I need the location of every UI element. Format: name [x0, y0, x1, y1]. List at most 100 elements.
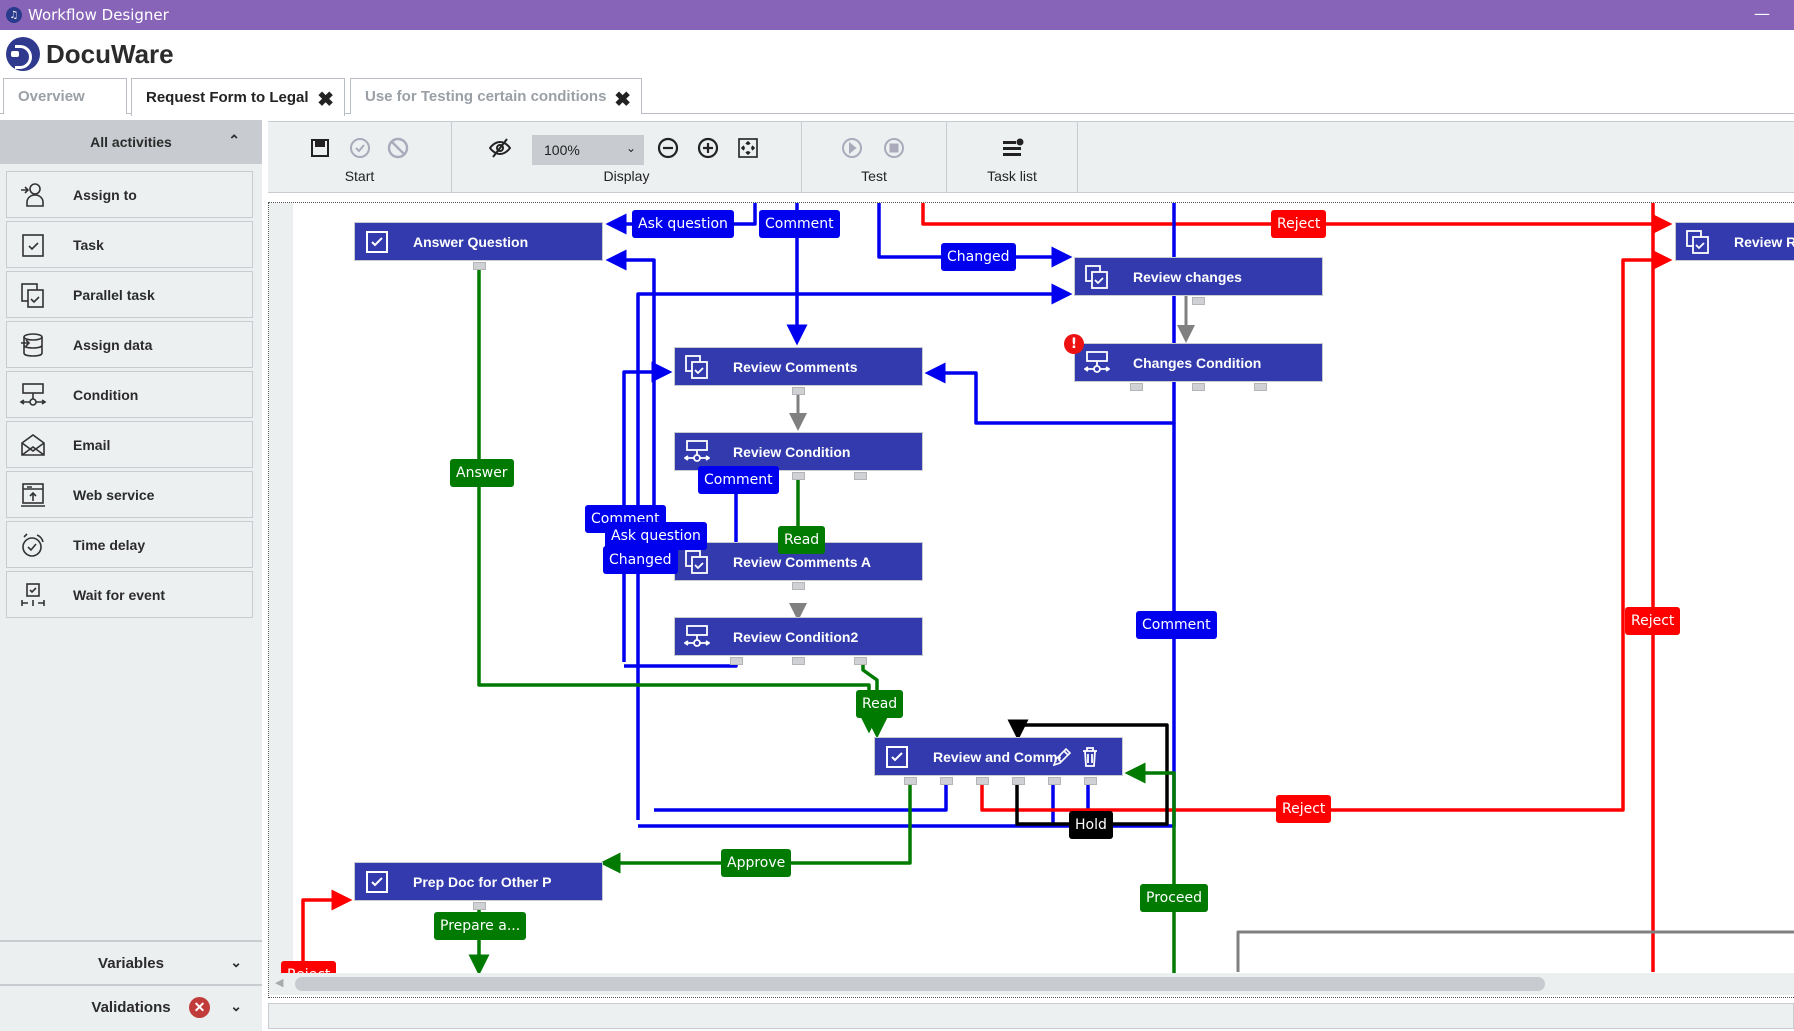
edge-approve[interactable]	[599, 784, 912, 874]
all-activities-header[interactable]: All activities ⌃	[0, 120, 262, 164]
edge-label[interactable]: Approve	[721, 849, 792, 877]
task-list-icon[interactable]	[1001, 136, 1025, 160]
validations-panel[interactable]: Validations ✕ ⌄	[0, 984, 262, 1028]
edit-icon[interactable]	[1051, 746, 1072, 772]
tab-request-form-to-legal[interactable]: Request Form to Legal ✖	[131, 78, 345, 116]
scroll-left-icon[interactable]: ◀	[275, 976, 284, 989]
edge-rcond2-comment[interactable]	[624, 660, 738, 668]
stop-icon[interactable]	[882, 136, 906, 160]
activity-task[interactable]: Task	[6, 221, 253, 268]
node-answer-question[interactable]: Answer Question	[354, 222, 603, 261]
edge-label[interactable]: Answer	[450, 459, 514, 487]
edge-label[interactable]: Comment	[759, 210, 840, 238]
edge-label[interactable]: Reject	[1271, 210, 1327, 238]
node-label: Review Condition	[733, 443, 851, 460]
zoom-level-select[interactable]: 100% ⌄	[532, 135, 644, 165]
close-tab-icon[interactable]: ✖	[614, 89, 631, 111]
edge-label[interactable]: Ask question	[632, 210, 734, 238]
output-port[interactable]	[473, 262, 486, 270]
scrollbar-thumb[interactable]	[295, 977, 1545, 991]
delete-icon[interactable]	[1081, 746, 1099, 772]
zoom-out-icon[interactable]	[656, 136, 680, 160]
edge-label[interactable]: Read	[856, 690, 904, 718]
edge-reject-to-prep[interactable]	[301, 889, 353, 972]
output-port[interactable]	[1048, 777, 1061, 785]
tab-overview[interactable]: Overview	[3, 78, 127, 114]
output-port[interactable]	[1192, 297, 1205, 305]
chevron-down-icon[interactable]: ⌄	[230, 954, 242, 970]
edge-changed-loop[interactable]	[636, 283, 1073, 820]
output-port[interactable]	[1084, 777, 1097, 785]
node-review-re[interactable]: Review Re	[1675, 222, 1794, 261]
minimize-button[interactable]: —	[1754, 4, 1770, 23]
chevron-up-icon[interactable]: ⌃	[228, 132, 240, 148]
edge-label[interactable]: Read	[778, 526, 826, 554]
output-port[interactable]	[904, 777, 917, 785]
output-port[interactable]	[1012, 777, 1025, 785]
edge-label[interactable]: Comment	[698, 466, 779, 494]
save-icon[interactable]	[308, 136, 332, 160]
output-port[interactable]	[940, 777, 953, 785]
output-port[interactable]	[792, 387, 805, 395]
edge-label[interactable]: Ask question	[605, 522, 707, 550]
task-icon	[883, 743, 911, 771]
edge-label[interactable]: Prepare a...	[434, 912, 527, 940]
activity-parallel-task[interactable]: Parallel task	[6, 271, 253, 318]
node-prep-doc[interactable]: Prep Doc for Other P	[354, 862, 603, 901]
edge-answer[interactable]	[477, 265, 880, 734]
zoom-in-icon[interactable]	[696, 136, 720, 160]
activity-web-service[interactable]: Web service	[6, 471, 253, 518]
edge-label[interactable]: Reject	[1276, 795, 1332, 823]
edge-to-answer-question[interactable]	[605, 249, 656, 550]
activity-email[interactable]: Email	[6, 421, 253, 468]
output-port[interactable]	[854, 657, 867, 665]
output-port[interactable]	[730, 657, 743, 665]
edge-label[interactable]: Reject	[281, 961, 337, 973]
output-port[interactable]	[473, 902, 486, 910]
edge-gray-bottom[interactable]	[1236, 930, 1794, 972]
node-review-changes[interactable]: Review changes	[1074, 257, 1323, 296]
output-port[interactable]	[1254, 383, 1267, 391]
node-label: Answer Question	[413, 233, 529, 250]
close-tab-icon[interactable]: ✖	[317, 89, 334, 111]
edge-reject-right[interactable]	[980, 249, 1673, 812]
output-port[interactable]	[792, 582, 805, 590]
edge-label[interactable]: Proceed	[1140, 884, 1209, 912]
activity-time-delay[interactable]: Time delay	[6, 521, 253, 568]
node-changes-condition[interactable]: Changes Condition	[1074, 343, 1323, 382]
disable-icon[interactable]	[386, 136, 410, 160]
play-icon[interactable]	[840, 136, 864, 160]
activity-assign-data[interactable]: Assign data	[6, 321, 253, 368]
output-port[interactable]	[792, 472, 805, 480]
output-port[interactable]	[1192, 383, 1205, 391]
tab-use-for-testing[interactable]: Use for Testing certain conditions ✖	[350, 78, 642, 114]
variables-panel[interactable]: Variables ⌄	[0, 940, 262, 984]
output-port[interactable]	[854, 472, 867, 480]
horizontal-scrollbar[interactable]: ◀	[269, 973, 1794, 995]
activity-condition[interactable]: Condition	[6, 371, 253, 418]
activity-wait-for-event[interactable]: Wait for event	[6, 571, 253, 618]
node-label: Review changes	[1133, 268, 1242, 285]
edge-label[interactable]: Comment	[1136, 611, 1217, 639]
activity-label: Web service	[73, 486, 155, 503]
edge-reject-to-review-re[interactable]	[921, 203, 1673, 235]
validate-icon[interactable]	[348, 136, 372, 160]
output-port[interactable]	[792, 657, 805, 665]
node-review-and-comment[interactable]: Review and Commen	[874, 737, 1123, 776]
node-review-condition2[interactable]: Review Condition2	[674, 617, 923, 656]
hide-icon[interactable]	[488, 136, 512, 160]
fit-to-screen-icon[interactable]	[736, 136, 760, 160]
edge-label[interactable]: Changed	[603, 546, 678, 574]
chevron-down-icon[interactable]: ⌄	[230, 998, 242, 1014]
node-review-comments[interactable]: Review Comments	[674, 347, 923, 386]
edge-label[interactable]: Reject	[1625, 607, 1681, 635]
node-review-condition[interactable]: Review Condition	[674, 432, 923, 471]
activity-assign-to[interactable]: Assign to	[6, 171, 253, 218]
output-port[interactable]	[976, 777, 989, 785]
output-port[interactable]	[1130, 383, 1143, 391]
edge-label[interactable]: Hold	[1069, 811, 1113, 839]
edge-label[interactable]: Changed	[941, 243, 1016, 271]
edge-rac-blue-1[interactable]	[654, 784, 948, 812]
validation-error-icon: ✕	[189, 997, 210, 1018]
